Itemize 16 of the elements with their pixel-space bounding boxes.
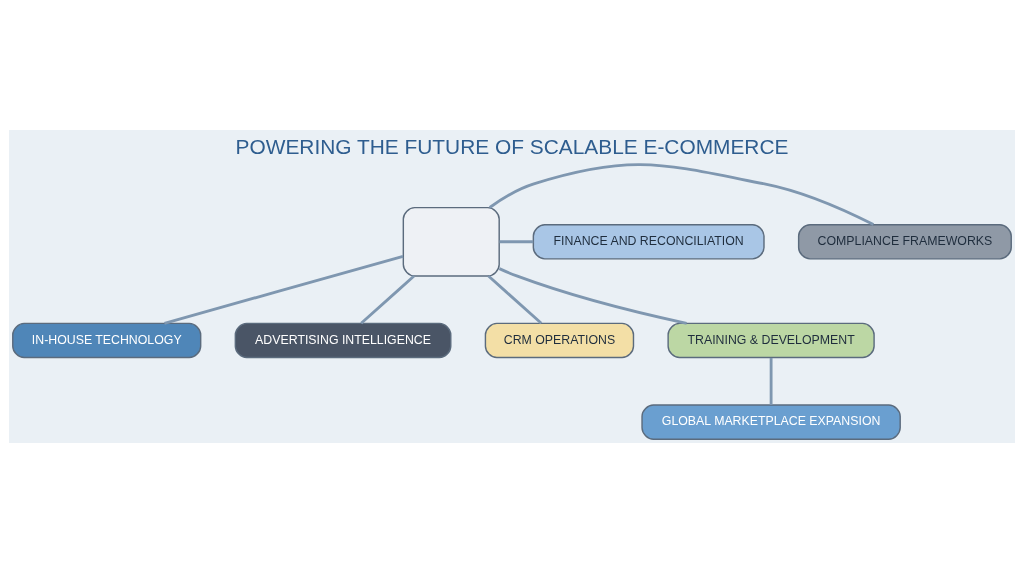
connector — [498, 266, 687, 325]
connector — [487, 274, 543, 324]
connector — [360, 274, 415, 324]
diagram-title: POWERING THE FUTURE OF SCALABLE E-COMMERCE — [235, 134, 789, 158]
node-box — [402, 206, 500, 277]
node-box: FINANCE AND RECONCILIATION — [532, 223, 765, 260]
node-box: CRM OPERATIONS — [484, 322, 635, 358]
node-box: ADVERTISING INTELLIGENCE — [234, 322, 452, 358]
node-box: IN-HOUSE TECHNOLOGY — [12, 322, 202, 358]
node-box: TRAINING & DEVELOPMENT — [667, 322, 875, 358]
connector — [488, 162, 875, 226]
connector — [164, 254, 404, 325]
connector — [769, 357, 773, 405]
node-box: GLOBAL MARKETPLACE EXPANSION — [641, 403, 901, 440]
connector — [499, 239, 534, 243]
node-box: COMPLIANCE FRAMEWORKS — [797, 223, 1012, 260]
